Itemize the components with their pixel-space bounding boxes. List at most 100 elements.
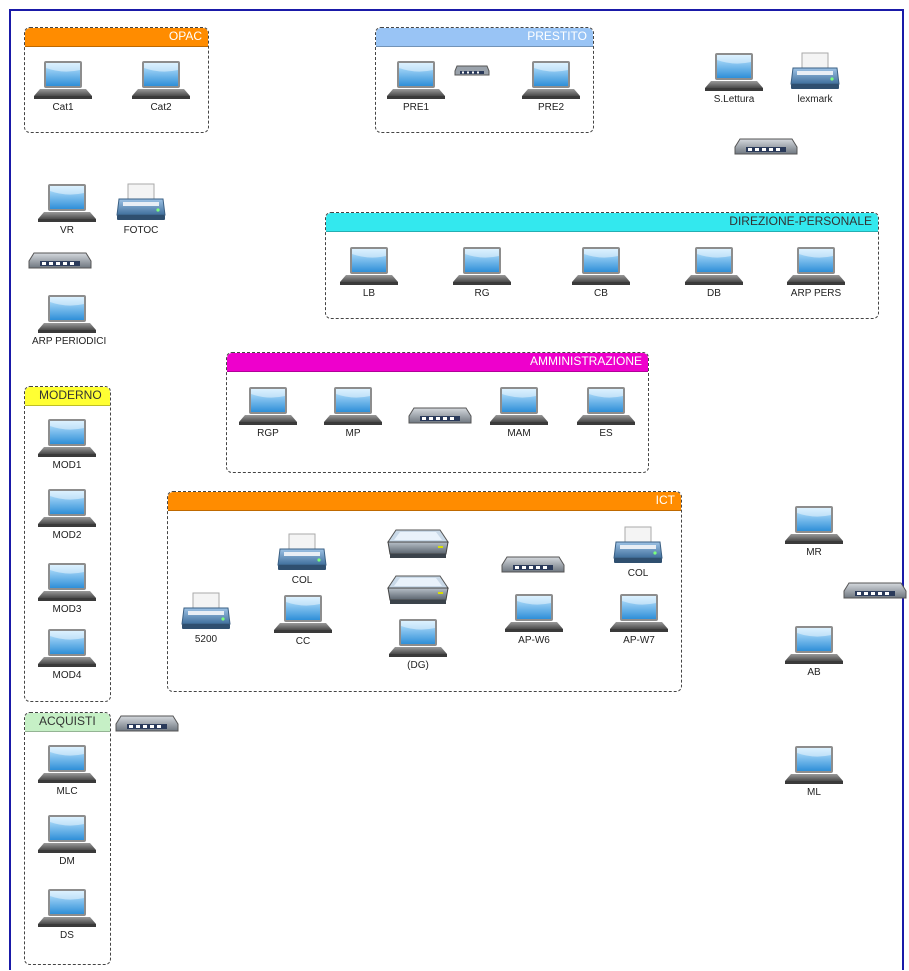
device-col-2: COL [603, 526, 673, 579]
laptop-icon [516, 60, 586, 100]
switch-prestito [437, 65, 507, 77]
laptop-icon [484, 386, 554, 426]
laptop-icon [679, 246, 749, 286]
laptop-icon [233, 386, 303, 426]
switch-ict [498, 556, 568, 574]
device-ab: AB [779, 625, 849, 678]
device-cb: CB [566, 246, 636, 299]
device-cat2: Cat2 [126, 60, 196, 113]
switch-right [840, 582, 909, 600]
device-lb: LB [334, 246, 404, 299]
device-ml: ML [779, 745, 849, 798]
device-mlc: MLC [32, 744, 102, 797]
device-mod1: MOD1 [32, 418, 102, 471]
device-db: DB [679, 246, 749, 299]
laptop-icon [32, 888, 102, 928]
group-ict-title: ICT [655, 493, 675, 507]
group-opac-header: OPAC [25, 28, 208, 47]
scanner-1 [383, 528, 453, 564]
device-mp: MP [318, 386, 388, 439]
switch-top-right [731, 138, 801, 156]
group-opac-title: OPAC [168, 29, 202, 43]
device-fotoc: FOTOC [106, 183, 176, 236]
network-switch-icon [405, 407, 475, 425]
device-dm: DM [32, 814, 102, 867]
laptop-icon [499, 593, 569, 633]
laptop-icon [383, 618, 453, 658]
laptop-icon [571, 386, 641, 426]
laptop-icon [28, 60, 98, 100]
network-switch-icon [112, 715, 182, 733]
network-switch-icon [498, 556, 568, 574]
device-arp-periodici: ARP PERIODICI [32, 294, 106, 347]
device-mr: MR [779, 505, 849, 558]
scanner-2 [383, 574, 453, 610]
laptop-icon [318, 386, 388, 426]
device-ap-w7: AP-W7 [604, 593, 674, 646]
device-rg: RG [447, 246, 517, 299]
laptop-icon [32, 814, 102, 854]
laptop-icon [32, 628, 102, 668]
laptop-icon [699, 52, 769, 92]
printer-icon [171, 592, 241, 632]
laptop-icon [32, 294, 102, 334]
printer-icon [780, 52, 850, 92]
device-pre2: PRE2 [516, 60, 586, 113]
group-moderno: MODERNO [24, 386, 111, 702]
laptop-icon [268, 594, 338, 634]
group-direzione-title: DIREZIONE-PERSONALE [729, 214, 872, 228]
laptop-icon [604, 593, 674, 633]
group-amministrazione-title: AMMINISTRAZIONE [529, 354, 642, 368]
laptop-icon [779, 745, 849, 785]
printer-icon [106, 183, 176, 223]
device-dg: (DG) [383, 618, 453, 671]
group-acquisti-title: ACQUISTI [39, 714, 96, 728]
device-mod4: MOD4 [32, 628, 102, 681]
group-direzione-personale: DIREZIONE-PERSONALE [325, 212, 879, 319]
laptop-icon [32, 562, 102, 602]
group-moderno-header: MODERNO [25, 387, 110, 406]
group-acquisti-header: ACQUISTI [25, 713, 110, 732]
laptop-icon [126, 60, 196, 100]
group-opac: OPAC [24, 27, 209, 133]
device-ap-w6: AP-W6 [499, 593, 569, 646]
laptop-icon [32, 418, 102, 458]
laptop-icon [566, 246, 636, 286]
network-switch-icon [840, 582, 909, 600]
diagram-frame [9, 9, 904, 970]
group-direzione-header: DIREZIONE-PERSONALE [326, 213, 878, 232]
group-prestito: PRESTITO [375, 27, 594, 133]
laptop-icon [32, 183, 102, 223]
network-switch-icon [731, 138, 801, 156]
laptop-icon [779, 625, 849, 665]
group-amministrazione-header: AMMINISTRAZIONE [227, 353, 648, 372]
device-cc: CC [268, 594, 338, 647]
laptop-icon [334, 246, 404, 286]
group-amministrazione: AMMINISTRAZIONE [226, 352, 649, 473]
device-es: ES [571, 386, 641, 439]
device-pre1: PRE1 [381, 60, 451, 113]
device-s-lettura: S.Lettura [699, 52, 769, 105]
switch-acquisti [112, 715, 182, 733]
laptop-icon [381, 60, 451, 100]
group-ict: ICT [167, 491, 682, 692]
device-mod2: MOD2 [32, 488, 102, 541]
device-lexmark: lexmark [780, 52, 850, 105]
laptop-icon [781, 246, 851, 286]
group-prestito-title: PRESTITO [527, 29, 587, 43]
network-switch-icon [437, 65, 507, 77]
laptop-icon [447, 246, 517, 286]
scanner-icon [383, 528, 453, 564]
device-ds: DS [32, 888, 102, 941]
switch-left [25, 252, 95, 270]
laptop-icon [32, 488, 102, 528]
device-mam: MAM [484, 386, 554, 439]
device-rgp: RGP [233, 386, 303, 439]
laptop-icon [32, 744, 102, 784]
laptop-icon [779, 505, 849, 545]
group-ict-header: ICT [168, 492, 681, 511]
group-prestito-header: PRESTITO [376, 28, 593, 47]
group-acquisti: ACQUISTI [24, 712, 111, 965]
device-arp-pers: ARP PERS [781, 246, 851, 299]
